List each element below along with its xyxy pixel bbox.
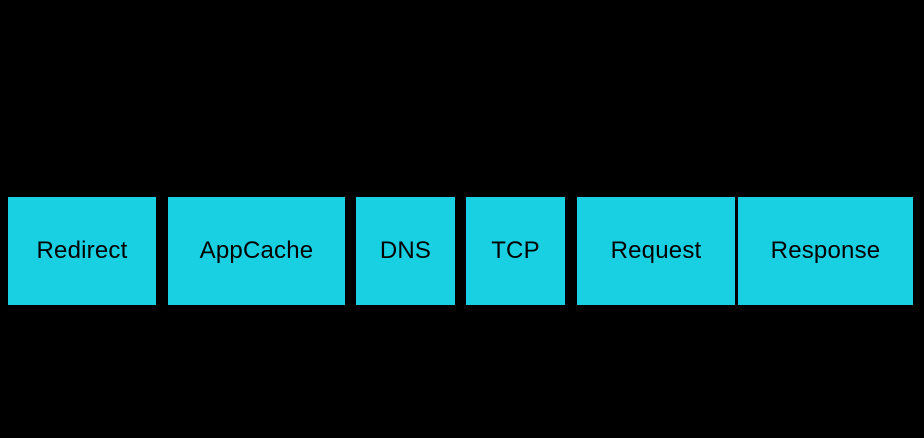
phase-label-redirect: Redirect bbox=[36, 237, 128, 264]
phase-box-dns: DNS bbox=[356, 197, 455, 305]
phase-label-response: Response bbox=[770, 237, 881, 264]
phase-label-request: Request bbox=[610, 237, 702, 264]
phase-box-appcache: AppCache bbox=[168, 197, 345, 305]
phase-label-appcache: AppCache bbox=[199, 237, 314, 264]
phase-box-request: Request bbox=[577, 197, 735, 305]
phase-label-dns: DNS bbox=[379, 237, 432, 264]
phase-box-response: Response bbox=[738, 197, 913, 305]
phase-label-tcp: TCP bbox=[491, 237, 540, 264]
phase-box-redirect: Redirect bbox=[8, 197, 156, 305]
phase-box-tcp: TCP bbox=[466, 197, 565, 305]
